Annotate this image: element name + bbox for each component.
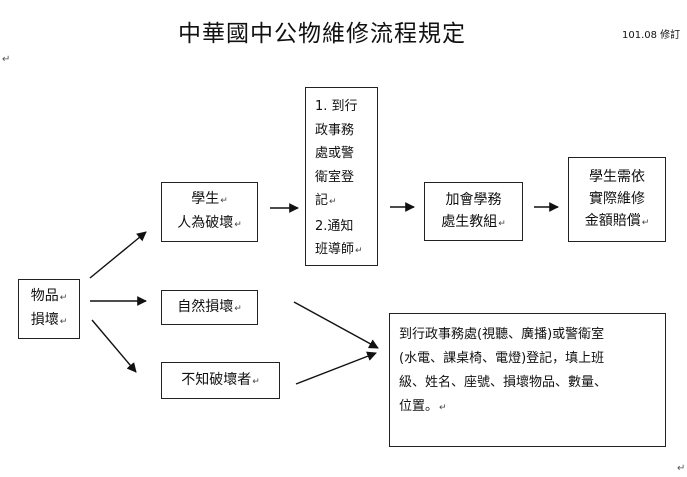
- paragraph-mark: ↵: [677, 463, 686, 474]
- register-notify-steps-box: 1. 到行 政事務 處或警 衛室登 記↵ 2.通知 班導師↵: [305, 87, 378, 266]
- unknown-damage-box: 不知破壞者↵: [161, 362, 280, 399]
- arrow-to-student: [89, 231, 147, 279]
- revision-note: 101.08 修訂: [622, 30, 681, 41]
- item-damage-box: 物品↵ 損壞↵: [18, 279, 80, 339]
- paragraph-mark: ↵: [2, 54, 11, 65]
- arrow-natural-to-register: [293, 301, 379, 349]
- discipline-office-box: 加會學務 處生教組↵: [424, 182, 523, 241]
- register-details-box: 到行政事務處(視聽、廣播)或警衛室 (水電、課桌椅、電燈)登記，填上班 級、姓名…: [389, 313, 666, 447]
- page-title: 中華國中公物維修流程規定: [178, 21, 466, 47]
- student-damage-box: 學生↵ 人為破壞↵: [161, 182, 258, 242]
- compensation-box: 學生需依 實際維修 金額賠償↵: [568, 157, 666, 242]
- arrow-to-unknown: [91, 319, 137, 373]
- natural-damage-box: 自然損壞↵: [161, 290, 258, 325]
- arrow-unknown-to-register: [295, 351, 377, 385]
